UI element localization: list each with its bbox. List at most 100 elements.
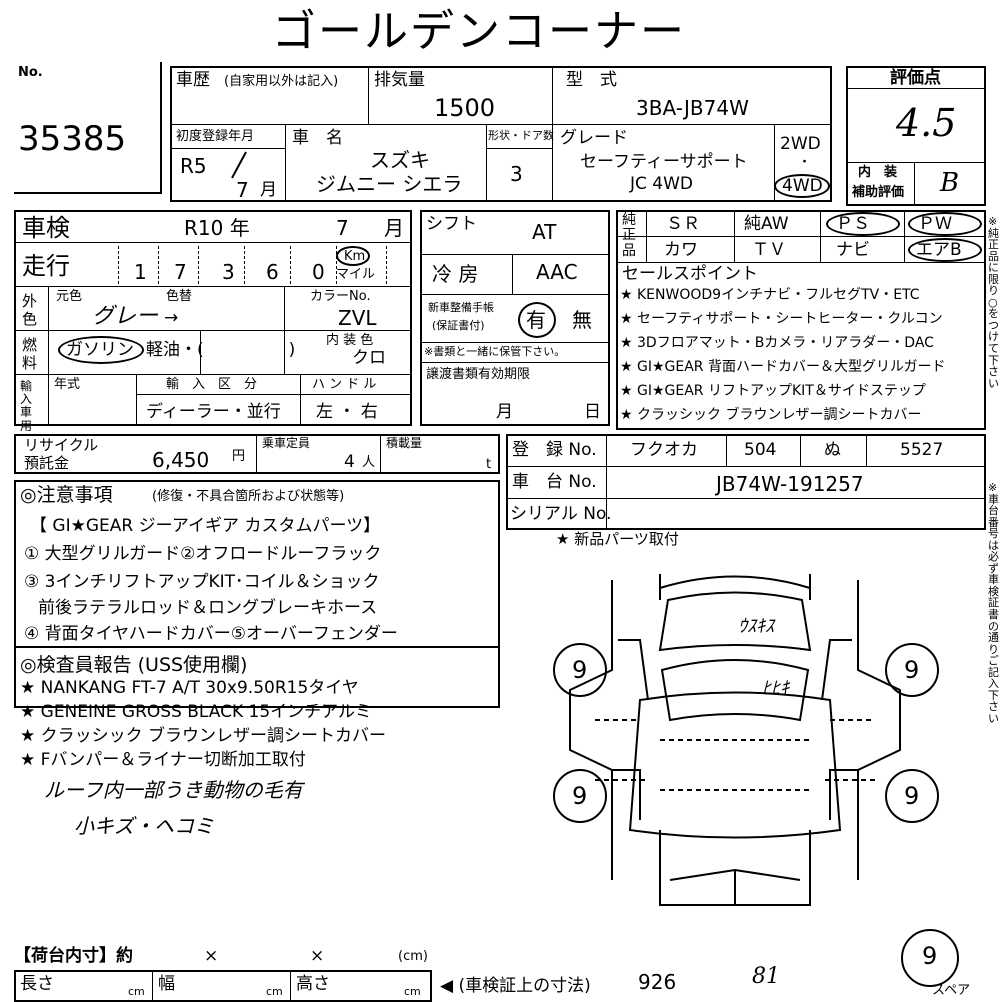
color-code-label: カラーNo. [310,289,371,304]
diagram-note-hood: ﾋﾋｷ [762,678,789,699]
registration-label: 登 録 No. [512,440,597,460]
equip-label: 純正品 [622,212,636,259]
grade-label: グレード [560,128,628,148]
interior-color-label: 内 装 色 [326,333,374,348]
cooling-label: 冷 房 [432,262,479,286]
capacity-unit: 人 [362,455,376,470]
capacity-value: 4 [344,452,355,472]
mileage-digit-2: 7 [174,260,187,284]
inspector-line-1: ★ NANKANG FT-7 A/T 30x9.50R15タイヤ [20,678,359,698]
caution-line-5: ④ 背面タイヤハードカバー⑤オーバーフェンダー [24,624,398,644]
shift-value: AT [532,220,557,244]
inspector-hand-note-1: ルーフ内一部うき動物の毛有 [44,778,303,802]
sales-item-5: ★ GI★GEAR リフトアップKIT＆サイドステップ [620,383,926,399]
cargo-x1: × [204,946,219,966]
cargo-width-label: 幅 [158,974,175,994]
registration-block [506,434,986,530]
shaken-month: 7 [336,216,349,240]
cargo-x2: × [310,946,325,966]
history-label: 車歴 [176,70,210,90]
mileage-digit-4: 6 [266,260,279,284]
fuel-gas-circle [58,336,144,364]
equip-block [616,210,986,430]
color-orig-label: 元色 [56,289,83,304]
header-block [170,66,832,202]
inspector-title: ◎検査員報告 (USS使用欄) [20,654,248,676]
tire-rear-left: 9 [572,782,588,810]
registration-class: 504 [744,440,777,460]
sales-item-2: ★ セーフティサポート・シートヒーター・クルコン [620,311,943,327]
equip-navi: ナビ [836,240,870,260]
tire-front-left: 9 [572,656,588,684]
inspector-block [14,648,500,708]
registration-region: フクオカ [630,440,698,460]
cargo-length-label: 長さ [20,974,54,994]
cargo-height-cm: cm [404,985,421,998]
tire-rear-right: 9 [904,782,920,810]
sales-item-1: ★ KENWOOD9インチナビ・フルセグTV・ETC [620,287,920,303]
inspector-hand-note-2: 小キズ・ヘコミ [74,814,214,838]
import-handle-value: 左 ・ 右 [316,402,378,422]
load-unit: t [486,457,492,472]
fuel-label: 燃料 [22,336,38,372]
caution-line-2: ① 大型グリルガード②オフロードルーフラック [24,544,382,564]
cargo-dims-box [14,970,432,1002]
cargo-ref-value: 926 [638,970,677,994]
interior-color-value: クロ [352,348,386,368]
import-year-label: 年式 [54,377,81,392]
inspector-line-3: ★ クラッシック ブラウンレザー調シートカバー [20,726,387,746]
warranty-no: 無 [572,308,592,332]
car-maker: スズキ [370,148,430,172]
grade-line2: JC 4WD [630,174,694,194]
spare-tire: 9 [922,942,938,970]
cargo-label: 【荷台内寸】約 [14,946,133,966]
equip-kawa: カワ [664,240,698,260]
mileage-km-circle [336,246,370,266]
doors-label: 形状・ドア数 [488,129,554,142]
drive-sep: ・ [798,155,812,170]
registration-kana: ぬ [824,440,841,460]
cargo-width-cm: cm [266,985,283,998]
color-code: ZVL [338,306,377,330]
parts-label: ★ 新品パーツ取付 [556,530,679,548]
cooling-value: AAC [536,260,578,284]
equip-sr: ＳＲ [666,214,700,234]
doors-value: 3 [510,162,523,186]
grade-line1: セーフティーサポート [580,152,748,172]
shaken-year: R10 年 [184,216,250,240]
drive-4wd-circle [774,174,830,198]
caution-block [14,480,500,648]
model-label: 型 式 [566,70,617,90]
recycle-label1: リサイクル [24,436,99,454]
recycle-label2: 預託金 [24,454,70,472]
equip-pw-circle [908,212,982,236]
recycle-unit: 円 [232,449,246,464]
cargo-unit: (cm) [398,949,428,964]
sales-item-4: ★ GI★GEAR 背面ハードカバー＆大型グリルガード [620,359,946,375]
docs-month: 月 [496,402,513,422]
score-box [846,66,986,206]
inspector-line-2: ★ GENEINE GROSS BLACK 15インチアルミ [20,702,372,722]
sales-title: セールスポイント [622,264,758,284]
shaken-month-unit: 月 [384,216,404,240]
first-reg-month: 7 [236,178,249,202]
mileage-digit-5: 0 [312,260,325,284]
shift-label: シフト [426,214,477,234]
caution-title: ◎注意事項 [20,484,113,506]
docs-label: 譲渡書類有効期限 [426,367,531,382]
equip-airbag-circle [908,238,982,262]
sales-item-3: ★ 3Dフロアマット・Bカメラ・リアラダー・DAC [620,335,934,351]
warranty-note: ※書類と一緒に保管下さい。 [424,345,566,358]
cargo-ref-label: ◀ (車検証上の寸法) [440,976,591,996]
recycle-value: 6,450 [152,448,210,472]
first-reg-label: 初度登録年月 [176,129,255,144]
side-note-chassis: ※車台番号は必ず車検証書の通りご記入下さい [988,481,999,725]
mileage-label: 走行 [22,252,70,280]
spare-label: スペア [932,983,971,998]
recycle-block [14,434,500,474]
mileage-digit-3: 3 [222,260,235,284]
tire-front-right: 9 [904,656,920,684]
shift-block [420,210,610,426]
import-label: 輸入車用 [20,379,33,433]
shaken-label: 車検 [22,214,70,242]
